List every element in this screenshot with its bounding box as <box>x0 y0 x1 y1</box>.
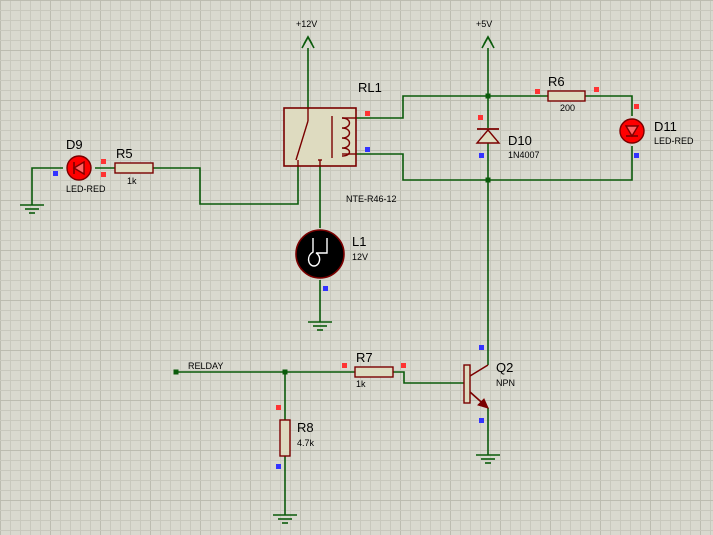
transistor-q2[interactable]: Q2 NPN <box>463 360 515 409</box>
junction-r8 <box>282 369 288 375</box>
resistor-r5[interactable]: R5 1k <box>114 146 154 186</box>
r7-ref: R7 <box>356 350 373 365</box>
wire-r5-relay <box>153 160 299 205</box>
pin-marker-red <box>594 87 599 92</box>
pin-marker-blue <box>479 153 484 158</box>
relay-switch <box>295 108 322 166</box>
power-12v: +12V <box>296 19 317 49</box>
l1-value: 12V <box>352 252 368 262</box>
pin-marker-red <box>101 172 106 177</box>
grounds <box>20 204 500 524</box>
r7-value: 1k <box>356 379 366 389</box>
wire-d9-ground <box>31 167 63 205</box>
diode-d10[interactable]: D10 1N4007 <box>475 128 540 160</box>
junction-rail <box>485 93 491 99</box>
pin-marker-blue <box>479 418 484 423</box>
ground-icon <box>308 321 332 331</box>
relay-coil <box>331 116 356 158</box>
d10-ref: D10 <box>508 133 532 148</box>
wires <box>31 48 633 515</box>
pin-marker-blue <box>323 286 328 291</box>
resistor-r8[interactable]: R8 4.7k <box>279 419 315 457</box>
d9-value: LED-RED <box>66 184 106 194</box>
r8-ref: R8 <box>297 420 314 435</box>
led-d9[interactable]: D9 LED-RED <box>66 137 106 194</box>
pin-marker-red <box>365 111 370 116</box>
d9-ref: D9 <box>66 137 83 152</box>
q2-ref: Q2 <box>496 360 513 375</box>
r8-value: 4.7k <box>297 438 315 448</box>
r5-ref: R5 <box>116 146 133 161</box>
junction-collector <box>485 177 491 183</box>
junction-relday-terminal <box>173 369 179 375</box>
pin-marker-red <box>478 115 483 120</box>
resistor-r6[interactable]: R6 200 <box>547 74 586 113</box>
power-5v-label: +5V <box>476 19 492 29</box>
pin-marker-red <box>535 89 540 94</box>
d10-value: 1N4007 <box>508 150 540 160</box>
power-arrow-icon <box>301 35 315 49</box>
r6-ref: R6 <box>548 74 565 89</box>
wire-coil-bottom <box>356 146 633 181</box>
lamp-icon <box>295 229 345 279</box>
wire-r7-base <box>393 371 464 384</box>
wire-coil-top <box>356 95 488 119</box>
q2-value: NPN <box>496 378 515 388</box>
power-5v: +5V <box>476 19 495 49</box>
power-12v-label: +12V <box>296 19 317 29</box>
r5-value: 1k <box>127 176 137 186</box>
pin-marker-blue <box>53 171 58 176</box>
l1-ref: L1 <box>352 234 366 249</box>
pin-marker-red <box>401 363 406 368</box>
net-label-relday: RELDAY <box>188 361 223 371</box>
wire-r6-d11 <box>585 95 633 116</box>
pin-marker-blue <box>365 147 370 152</box>
ground-icon <box>20 204 44 214</box>
resistor-r7[interactable]: R7 1k <box>354 350 394 389</box>
rl1-ref: RL1 <box>358 80 382 95</box>
pin-marker-blue <box>276 464 281 469</box>
r6-value: 200 <box>560 103 575 113</box>
led-d11[interactable]: D11 LED-RED <box>619 118 694 146</box>
pin-marker-blue <box>479 345 484 350</box>
d11-ref: D11 <box>654 119 677 134</box>
pin-marker-red <box>101 159 106 164</box>
pin-marker-red <box>276 405 281 410</box>
pin-markers <box>53 87 639 469</box>
pin-marker-blue <box>634 153 639 158</box>
relay-rl1[interactable]: RL1 NTE-R46-12 <box>283 80 397 204</box>
power-arrow-icon <box>481 35 495 49</box>
lamp-l1[interactable]: L1 12V <box>295 229 368 279</box>
rl1-value: NTE-R46-12 <box>346 194 397 204</box>
d11-value: LED-RED <box>654 136 694 146</box>
ground-icon <box>273 514 297 524</box>
junctions <box>173 93 491 375</box>
ground-icon <box>476 454 500 464</box>
pin-marker-red <box>342 363 347 368</box>
pin-marker-red <box>634 104 639 109</box>
